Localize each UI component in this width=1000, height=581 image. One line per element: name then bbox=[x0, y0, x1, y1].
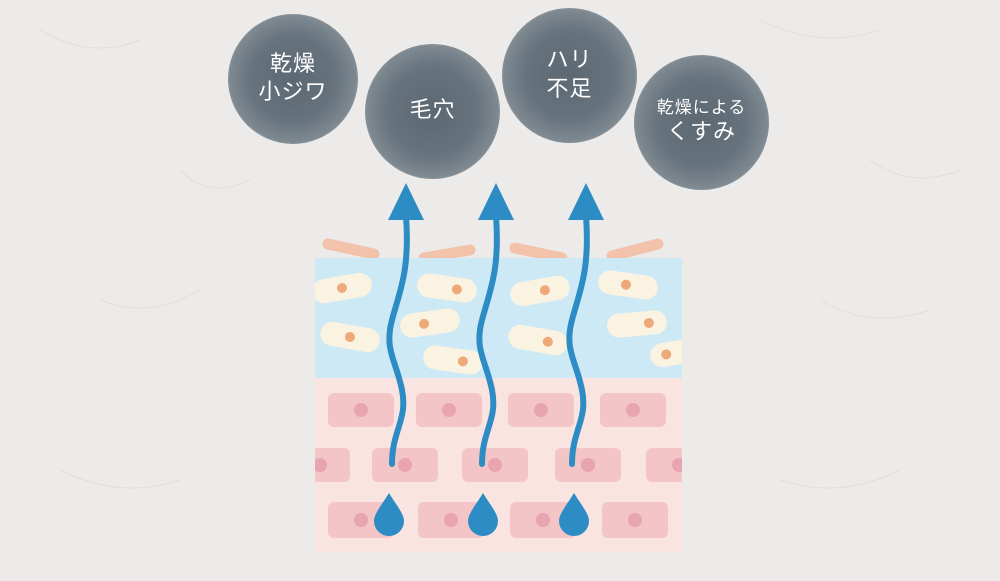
corneocyte bbox=[315, 272, 372, 304]
corneocyte bbox=[508, 324, 568, 356]
skin-flakes bbox=[322, 238, 664, 264]
skin-flake bbox=[606, 238, 664, 262]
lack-of-firmness-bubble: ハリ 不足 bbox=[502, 8, 637, 143]
bubble-label-line1: ハリ bbox=[546, 48, 593, 74]
skin-flake bbox=[418, 244, 476, 264]
water-drops bbox=[374, 493, 589, 536]
cell-nuclei bbox=[315, 403, 682, 527]
corneocyte bbox=[320, 321, 380, 353]
bubble-label-line2: 小ジワ bbox=[258, 80, 328, 105]
corneocyte bbox=[400, 308, 460, 338]
moisture-arrow-path bbox=[476, 213, 500, 467]
corneocyte bbox=[417, 273, 477, 303]
bubble-label-line1: 乾燥 bbox=[269, 51, 316, 77]
skin-flake bbox=[509, 242, 568, 264]
dullness-from-dryness-bubble: 乾燥による くすみ bbox=[634, 55, 769, 190]
corneocyte bbox=[607, 310, 667, 338]
up-arrow-icon bbox=[388, 183, 424, 220]
up-arrow-heads bbox=[388, 183, 604, 220]
skin-flake bbox=[322, 238, 380, 260]
dry-fine-wrinkles-bubble: 乾燥 小ジワ bbox=[228, 14, 358, 144]
bubble-label-line2: くすみ bbox=[666, 120, 736, 146]
corneocyte bbox=[598, 270, 658, 300]
corneocyte bbox=[423, 345, 483, 375]
corneocyte bbox=[650, 336, 682, 368]
up-arrow-icon bbox=[478, 183, 514, 220]
pores-bubble: 毛穴 bbox=[365, 44, 500, 179]
moisture-arrow-path bbox=[566, 213, 590, 467]
bubble-label-line2: 不足 bbox=[546, 76, 593, 102]
water-drop-icon bbox=[468, 493, 498, 536]
water-drop-icon bbox=[559, 493, 589, 536]
water-drop-icon bbox=[374, 493, 404, 536]
moisture-arrows bbox=[386, 213, 590, 467]
bubble-label-line1: 毛穴 bbox=[409, 98, 456, 124]
cell bbox=[646, 448, 682, 482]
corneocytes bbox=[315, 270, 682, 375]
moisture-arrow-path bbox=[386, 213, 410, 467]
up-arrow-icon bbox=[568, 183, 604, 220]
bubble-label-line1: 乾燥による bbox=[656, 97, 747, 118]
corneocyte bbox=[510, 275, 570, 307]
cell bbox=[315, 448, 350, 482]
